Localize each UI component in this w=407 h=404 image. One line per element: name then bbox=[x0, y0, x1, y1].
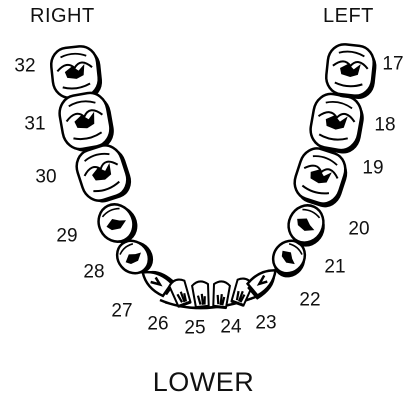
tooth-number-label: 32 bbox=[14, 57, 35, 76]
tooth-number-label: 25 bbox=[184, 319, 205, 338]
tooth-number-label: 23 bbox=[255, 314, 276, 333]
tooth-number-label: 29 bbox=[56, 227, 77, 246]
tooth-number-label: 31 bbox=[24, 115, 45, 134]
tooth-number-label: 20 bbox=[348, 220, 369, 239]
tooth-number-label: 18 bbox=[374, 116, 395, 135]
tooth-25-incisor bbox=[192, 281, 211, 308]
tooth-number-label: 27 bbox=[111, 302, 132, 321]
tooth-24-incisor bbox=[212, 281, 231, 308]
tooth-number-label: 17 bbox=[382, 55, 403, 74]
tooth-number-label: 19 bbox=[362, 159, 383, 178]
tooth-18-molar bbox=[307, 91, 367, 156]
tooth-26-incisor bbox=[168, 277, 192, 307]
tooth-17-molar bbox=[324, 43, 378, 101]
tooth-number-label: 30 bbox=[35, 168, 56, 187]
tooth-19-molar bbox=[289, 144, 353, 211]
tooth-number-label: 26 bbox=[147, 315, 168, 334]
tooth-number-label: 28 bbox=[83, 263, 104, 282]
tooth-number-label: 21 bbox=[324, 258, 345, 277]
arch-title: LOWER bbox=[0, 369, 407, 396]
tooth-number-label: 22 bbox=[299, 291, 320, 310]
tooth-number-label: 24 bbox=[220, 318, 241, 337]
